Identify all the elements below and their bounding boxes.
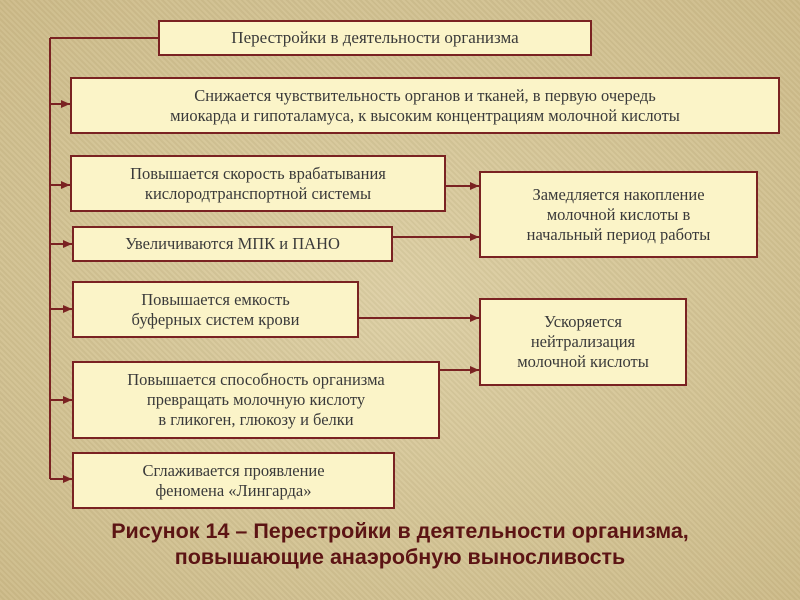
- box-lactate-conversion: Повышается способность организма превращ…: [72, 361, 440, 439]
- title-text: Перестройки в деятельности организма: [231, 28, 519, 47]
- box-buffer-capacity: Повышается емкость буферных систем крови: [72, 281, 359, 338]
- box-mpk-pano-text: Увеличиваются МПК и ПАНО: [125, 234, 340, 253]
- result-box-slower-accumulation: Замедляется накопление молочной кислоты …: [479, 171, 758, 258]
- title-box: Перестройки в деятельности организма: [158, 20, 592, 56]
- box-oxygen-transport-text: Повышается скорость врабатывания кислоро…: [130, 163, 386, 203]
- box-lingard: Сглаживается проявление феномена «Лингар…: [72, 452, 395, 509]
- box-mpk-pano: Увеличиваются МПК и ПАНО: [72, 226, 393, 262]
- box-lingard-text: Сглаживается проявление феномена «Лингар…: [142, 460, 325, 500]
- figure-caption: Рисунок 14 – Перестройки в деятельности …: [0, 518, 800, 570]
- figure-caption-line2: повышающие анаэробную выносливость: [174, 545, 626, 569]
- figure-caption-line1: Рисунок 14 – Перестройки в деятельности …: [111, 519, 689, 543]
- result-box-faster-neutralization-text: Ускоряется нейтрализация молочной кислот…: [517, 312, 649, 371]
- result-box-slower-accumulation-text: Замедляется накопление молочной кислоты …: [526, 184, 711, 244]
- box-oxygen-transport: Повышается скорость врабатывания кислоро…: [70, 155, 446, 212]
- result-box-faster-neutralization: Ускоряется нейтрализация молочной кислот…: [479, 298, 687, 386]
- box-sensitivity: Снижается чувствительность органов и тка…: [70, 77, 780, 134]
- box-sensitivity-text: Снижается чувствительность органов и тка…: [170, 85, 680, 125]
- box-lactate-conversion-text: Повышается способность организма превращ…: [127, 370, 385, 429]
- box-buffer-capacity-text: Повышается емкость буферных систем крови: [131, 289, 300, 329]
